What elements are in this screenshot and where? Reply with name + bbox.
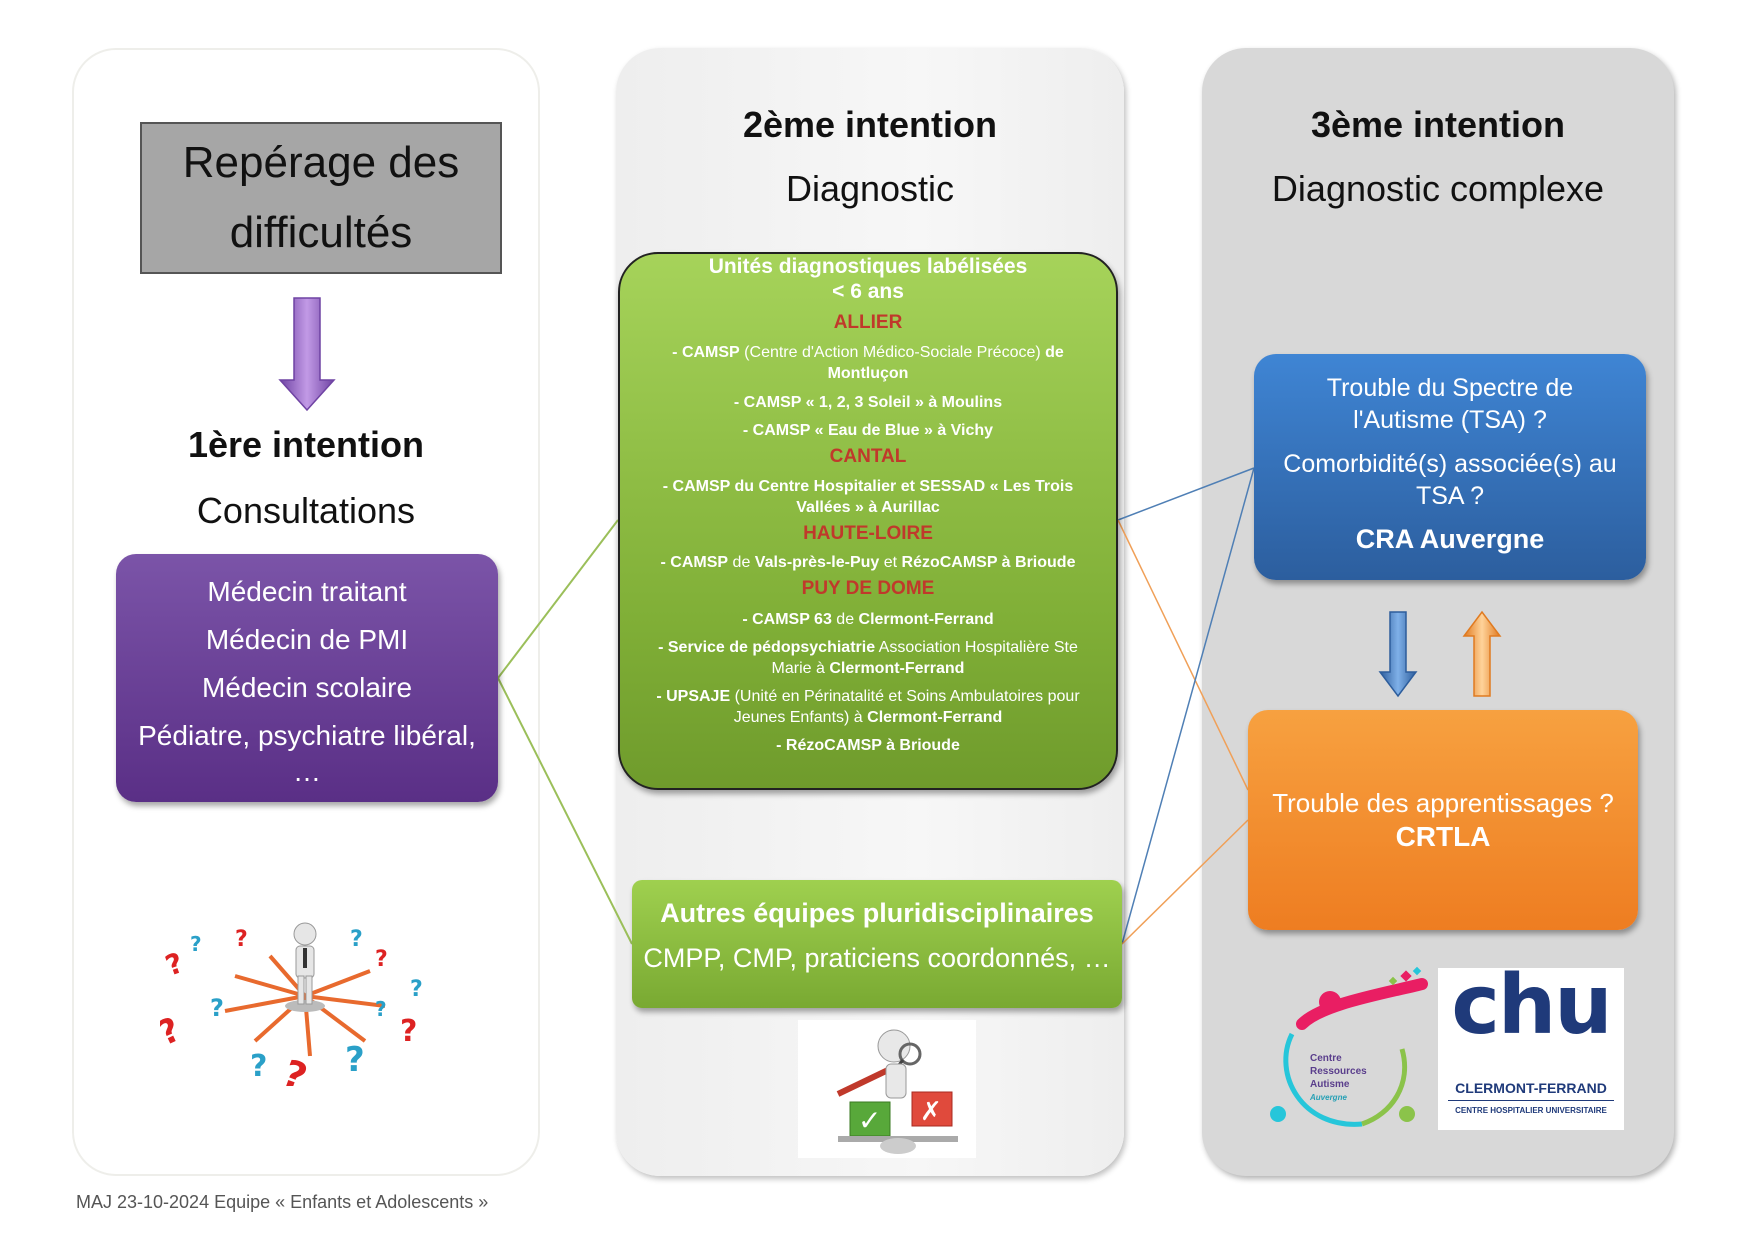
- reperage-label: Repérage des difficultés: [182, 138, 460, 257]
- svg-text:?: ?: [345, 1040, 365, 1080]
- puy-de-dome-item-3: - UPSAJE (Unité en Périnatalité et Soins…: [656, 688, 1080, 726]
- cra-logo-line: Auvergne: [1310, 1093, 1347, 1102]
- units-title: Unités diagnostiques labélisées: [708, 255, 1028, 278]
- chu-logo-mark: chu: [1451, 958, 1612, 1053]
- svg-text:?: ?: [277, 1051, 313, 1086]
- tsa-box: Trouble du Spectre de l'Autisme (TSA) ? …: [1254, 354, 1646, 580]
- svg-text:?: ?: [375, 947, 388, 972]
- dept-haute-loire: HAUTE-LOIRE: [803, 523, 933, 544]
- puy-de-dome-item-4: - RézoCAMSP à Brioude: [776, 737, 960, 754]
- dept-allier: ALLIER: [833, 312, 903, 333]
- apprentissages-question: Trouble des apprentissages ?: [1272, 788, 1614, 818]
- svg-text:?: ?: [410, 977, 423, 1002]
- svg-text:✓: ✓: [858, 1104, 881, 1137]
- cra-logo-line: Autisme: [1310, 1079, 1350, 1090]
- second-intention-subtitle: Diagnostic: [785, 168, 955, 209]
- allier-item-2: - CAMSP « 1, 2, 3 Soleil » à Moulins: [733, 394, 1003, 411]
- crtla-label: CRTLA: [1395, 821, 1491, 852]
- line-autres-to-app: [1121, 819, 1249, 945]
- units-box: Unités diagnostiques labélisées < 6 ans …: [618, 252, 1118, 790]
- figure-question-marks-icon: ? ? ? ? ? ? ? ? ? ? ? ? ?: [160, 922, 423, 1086]
- first-intention-title: 1ère intention: [187, 424, 425, 465]
- line-autres-to-tsa: [1121, 467, 1255, 945]
- arrow-up-orange-icon: [1462, 610, 1502, 697]
- autres-title: Autres équipes pluridisciplinaires: [660, 898, 1094, 928]
- first-intention-subtitle: Consultations: [196, 490, 416, 531]
- cra-logo: Centre Ressources Autisme Auvergne: [1262, 964, 1432, 1134]
- svg-text:?: ?: [160, 1010, 187, 1055]
- svg-text:✗: ✗: [920, 1097, 942, 1127]
- third-intention-subtitle: Diagnostic complexe: [1271, 168, 1605, 209]
- figure-checkbox-icon: ✓ ✗: [798, 1020, 976, 1158]
- line-consult-to-units: [497, 519, 619, 679]
- cra-logo-line: Centre: [1310, 1053, 1342, 1064]
- svg-text:?: ?: [210, 994, 224, 1022]
- chu-logo: chu CLERMONT-FERRAND CENTRE HOSPITALIER …: [1438, 958, 1624, 1130]
- consult-item: Médecin traitant: [207, 576, 407, 607]
- svg-text:?: ?: [235, 927, 248, 952]
- consult-item: Médecin de PMI: [205, 624, 409, 655]
- consultations-box: Médecin traitant Médecin de PMI Médecin …: [116, 554, 498, 802]
- cra-auvergne-label: CRA Auvergne: [1355, 524, 1545, 554]
- second-intention-title: 2ème intention: [742, 104, 998, 145]
- arrow-down-blue-icon: [1378, 611, 1418, 698]
- haute-loire-item-1: - CAMSP de Vals-près-le-Puy et RézoCAMSP…: [660, 554, 1076, 571]
- tsa-question-1: Trouble du Spectre de l'Autisme (TSA) ?: [1326, 374, 1574, 434]
- allier-item-1: - CAMSP (Centre d'Action Médico-Sociale …: [672, 344, 1064, 382]
- svg-text:?: ?: [400, 1014, 417, 1049]
- footer-note: MAJ 23-10-2024 Equipe « Enfants et Adole…: [76, 1192, 489, 1212]
- cantal-item-1: - CAMSP du Centre Hospitalier et SESSAD …: [662, 478, 1074, 516]
- dept-cantal: CANTAL: [829, 446, 907, 467]
- reperage-box: Repérage des difficultés: [140, 122, 502, 274]
- puy-de-dome-item-2: - Service de pédopsychiatrie Association…: [658, 639, 1078, 677]
- tsa-question-2: Comorbidité(s) associée(s) au TSA ?: [1283, 450, 1617, 510]
- svg-text:?: ?: [161, 946, 188, 983]
- autres-subtitle: CMPP, CMP, praticiens coordonnés, …: [643, 943, 1111, 973]
- consult-item: Médecin scolaire: [201, 672, 413, 703]
- third-intention-title: 3ème intention: [1310, 104, 1566, 145]
- dept-puy-de-dome: PUY DE DOME: [801, 578, 935, 599]
- autres-equipes-box: Autres équipes pluridisciplinaires CMPP,…: [632, 880, 1122, 1008]
- units-subtitle: < 6 ans: [832, 280, 904, 303]
- line-units-to-app: [1117, 519, 1249, 791]
- apprentissages-box: Trouble des apprentissages ? CRTLA: [1248, 710, 1638, 930]
- cra-logo-line: Ressources: [1310, 1066, 1367, 1077]
- line-units-to-tsa: [1117, 467, 1255, 521]
- line-consult-to-autres: [497, 677, 633, 945]
- allier-item-3: - CAMSP « Eau de Blue » à Vichy: [742, 422, 994, 439]
- chu-logo-city: CLERMONT-FERRAND: [1455, 1080, 1607, 1096]
- puy-de-dome-item-1: - CAMSP 63 de Clermont-Ferrand: [742, 611, 994, 628]
- svg-text:?: ?: [350, 927, 363, 952]
- arrow-down-purple-icon: [278, 297, 336, 412]
- chu-logo-subtitle: CENTRE HOSPITALIER UNIVERSITAIRE: [1455, 1106, 1607, 1115]
- svg-text:?: ?: [190, 932, 202, 956]
- svg-text:?: ?: [250, 1049, 267, 1084]
- consult-item: Pédiatre, psychiatre libéral, …: [138, 720, 476, 787]
- svg-text:?: ?: [375, 997, 387, 1021]
